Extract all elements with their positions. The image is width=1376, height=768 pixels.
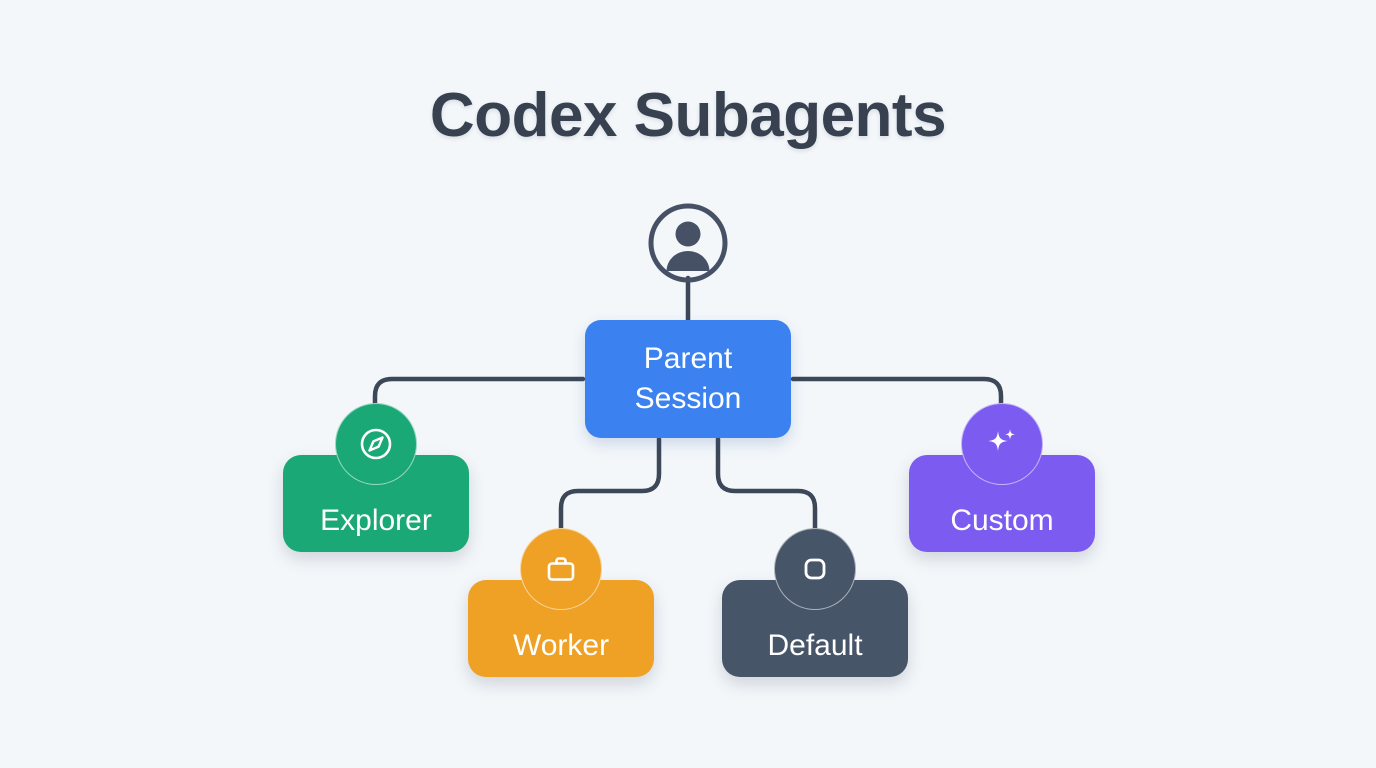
edge-parent-default xyxy=(715,436,818,537)
page-title: Codex Subagents xyxy=(429,81,947,150)
parent-session-label: Parent Session xyxy=(625,339,752,419)
sparkles-icon xyxy=(988,429,1015,451)
parent-session-label-line1: Parent xyxy=(643,342,733,375)
custom-badge xyxy=(961,403,1043,485)
explorer-label: Explorer xyxy=(320,504,432,537)
custom-label: Custom xyxy=(950,504,1054,537)
default-node[interactable]: Default xyxy=(722,528,908,677)
user-node[interactable] xyxy=(648,203,728,283)
edge-parent-custom xyxy=(790,376,1004,413)
custom-box: Custom xyxy=(909,455,1095,552)
worker-node[interactable]: Worker xyxy=(468,528,654,677)
user-circle-icon xyxy=(648,203,728,283)
custom-node[interactable]: Custom xyxy=(909,403,1095,552)
default-badge xyxy=(774,528,856,610)
explorer-node[interactable]: Explorer xyxy=(283,403,469,552)
rounded-square-icon xyxy=(804,558,826,580)
parent-session-label-line2: Session xyxy=(634,382,742,415)
edge-parent-explorer xyxy=(372,376,586,413)
compass-icon xyxy=(360,428,392,460)
briefcase-icon xyxy=(547,557,575,581)
worker-label: Worker xyxy=(512,629,610,662)
explorer-badge xyxy=(335,403,417,485)
default-label: Default xyxy=(767,629,863,662)
parent-session-node[interactable]: Parent Session xyxy=(585,320,791,438)
edge-parent-worker xyxy=(558,436,662,537)
worker-badge xyxy=(520,528,602,610)
explorer-box: Explorer xyxy=(283,455,469,552)
